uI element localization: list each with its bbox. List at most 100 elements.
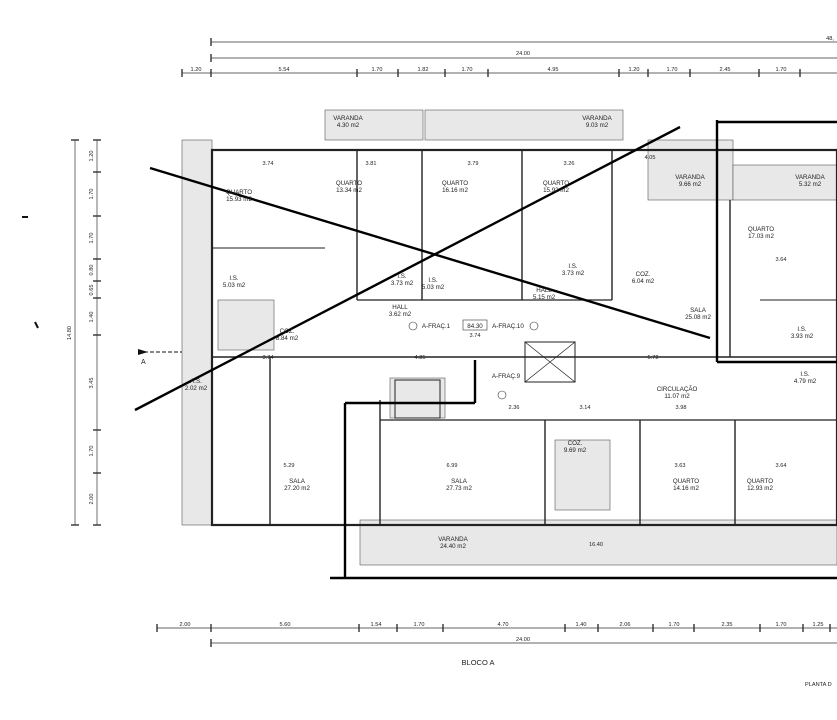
svg-text:4.79 m2: 4.79 m2 <box>794 378 817 385</box>
svg-text:QUARTO: QUARTO <box>543 180 569 187</box>
left-dimension-labels: 1.20 1.70 1.70 0.80 0.65 1.40 3.45 1.70 … <box>89 151 95 505</box>
svg-text:11.07 m2: 11.07 m2 <box>664 393 690 400</box>
svg-text:5.32 m2: 5.32 m2 <box>799 181 822 188</box>
svg-text:1.70: 1.70 <box>776 67 787 73</box>
svg-text:3.73 m2: 3.73 m2 <box>391 280 414 287</box>
svg-text:QUARTO: QUARTO <box>673 478 699 485</box>
label-frac1: A-FRAÇ.1 <box>422 323 451 330</box>
svg-text:VARANDA: VARANDA <box>675 174 705 181</box>
svg-text:HALL: HALL <box>392 304 408 311</box>
svg-text:QUARTO: QUARTO <box>442 180 468 187</box>
svg-text:24.40 m2: 24.40 m2 <box>440 543 466 550</box>
svg-text:5.54: 5.54 <box>279 67 290 73</box>
overall-height: 14.80 <box>67 326 73 340</box>
svg-text:3.74: 3.74 <box>263 161 274 167</box>
overlay-strokes <box>134 120 837 580</box>
svg-text:QUARTO: QUARTO <box>747 478 773 485</box>
svg-text:COZ.: COZ. <box>280 328 295 335</box>
svg-text:13.34 m2: 13.34 m2 <box>336 187 362 194</box>
svg-text:QUARTO: QUARTO <box>226 189 252 196</box>
svg-text:1.70: 1.70 <box>372 67 383 73</box>
room-as: A.S.2.02 m2 <box>185 378 208 392</box>
top-dimension-labels: 1.20 5.54 1.70 1.82 1.70 4.95 1.20 1.70 … <box>191 67 787 73</box>
svg-text:9.69 m2: 9.69 m2 <box>564 447 587 454</box>
svg-text:3.64: 3.64 <box>776 257 787 263</box>
svg-text:2.06: 2.06 <box>620 622 631 628</box>
bottom-dimension-lines <box>156 624 837 647</box>
svg-text:QUARTO: QUARTO <box>748 226 774 233</box>
svg-text:15.93 m2: 15.93 m2 <box>226 196 252 203</box>
svg-text:1.20: 1.20 <box>89 151 95 162</box>
svg-text:1.70: 1.70 <box>414 622 425 628</box>
hatched-balconies <box>181 109 837 566</box>
svg-text:17.03 m2: 17.03 m2 <box>748 233 774 240</box>
room-is-3: I.S.5.03 m2 <box>422 277 445 291</box>
svg-text:3.45: 3.45 <box>89 378 95 389</box>
svg-text:0.65: 0.65 <box>89 285 95 296</box>
room-is-5: I.S.3.93 m2 <box>791 326 814 340</box>
svg-text:27.20 m2: 27.20 m2 <box>284 485 310 492</box>
svg-text:VARANDA: VARANDA <box>438 536 468 543</box>
svg-text:1.40: 1.40 <box>89 312 95 323</box>
svg-text:8.84 m2: 8.84 m2 <box>276 335 299 342</box>
svg-text:SALA: SALA <box>690 307 707 314</box>
svg-text:3.26: 3.26 <box>564 161 575 167</box>
overall-width-bottom: 24.00 <box>516 637 530 643</box>
svg-text:CIRCULAÇÃO: CIRCULAÇÃO <box>657 386 698 393</box>
svg-text:3.74: 3.74 <box>470 333 481 339</box>
room-coz-3: COZ.9.69 m2 <box>564 440 587 454</box>
svg-text:4.85: 4.85 <box>415 355 426 361</box>
room-coz-1: COZ.6.04 m2 <box>632 271 655 285</box>
svg-text:4.95: 4.95 <box>548 67 559 73</box>
svg-text:5.03 m2: 5.03 m2 <box>422 284 445 291</box>
svg-text:I.S.: I.S. <box>800 371 810 378</box>
unit-labels: A-FRAÇ.1 A-FRAÇ.10 A-FRAÇ.9 84.30 <box>408 319 539 400</box>
label-frac9: A-FRAÇ.9 <box>492 373 521 380</box>
svg-text:0.80: 0.80 <box>89 265 95 276</box>
svg-text:2.45: 2.45 <box>720 67 731 73</box>
svg-text:3.63: 3.63 <box>675 463 686 469</box>
svg-text:1.54: 1.54 <box>371 622 382 628</box>
svg-text:1.20: 1.20 <box>629 67 640 73</box>
section-marker-label: A <box>141 359 146 366</box>
svg-text:3.79: 3.79 <box>468 161 479 167</box>
svg-text:25.08 m2: 25.08 m2 <box>685 314 711 321</box>
section-marker: A <box>138 349 185 366</box>
svg-text:3.93 m2: 3.93 m2 <box>791 333 814 340</box>
svg-text:1.70: 1.70 <box>89 233 95 244</box>
svg-text:1.82: 1.82 <box>418 67 429 73</box>
svg-text:VARANDA: VARANDA <box>795 174 825 181</box>
svg-text:1.70: 1.70 <box>89 189 95 200</box>
svg-text:4.30 m2: 4.30 m2 <box>337 122 360 129</box>
svg-text:2.36: 2.36 <box>509 405 520 411</box>
overall-top-dimension: 48, <box>826 36 834 42</box>
svg-text:3.64: 3.64 <box>776 463 787 469</box>
left-dimension-lines <box>71 139 101 526</box>
svg-text:16.40: 16.40 <box>589 542 603 548</box>
svg-text:4.70: 4.70 <box>498 622 509 628</box>
svg-text:4.05: 4.05 <box>645 155 656 161</box>
svg-text:I.S.: I.S. <box>229 275 239 282</box>
svg-text:3.81: 3.81 <box>366 161 377 167</box>
svg-text:6.99: 6.99 <box>447 463 458 469</box>
room-is-6: I.S.4.79 m2 <box>794 371 817 385</box>
svg-text:6.04 m2: 6.04 m2 <box>632 278 655 285</box>
corner-label: PLANTA D <box>805 682 832 688</box>
svg-text:3.14: 3.14 <box>580 405 591 411</box>
room-is-2: I.S.3.73 m2 <box>391 273 414 287</box>
svg-text:5.72: 5.72 <box>648 355 659 361</box>
svg-text:5.03 m2: 5.03 m2 <box>223 282 246 289</box>
stray-marks <box>22 216 39 329</box>
svg-text:1.70: 1.70 <box>89 446 95 457</box>
